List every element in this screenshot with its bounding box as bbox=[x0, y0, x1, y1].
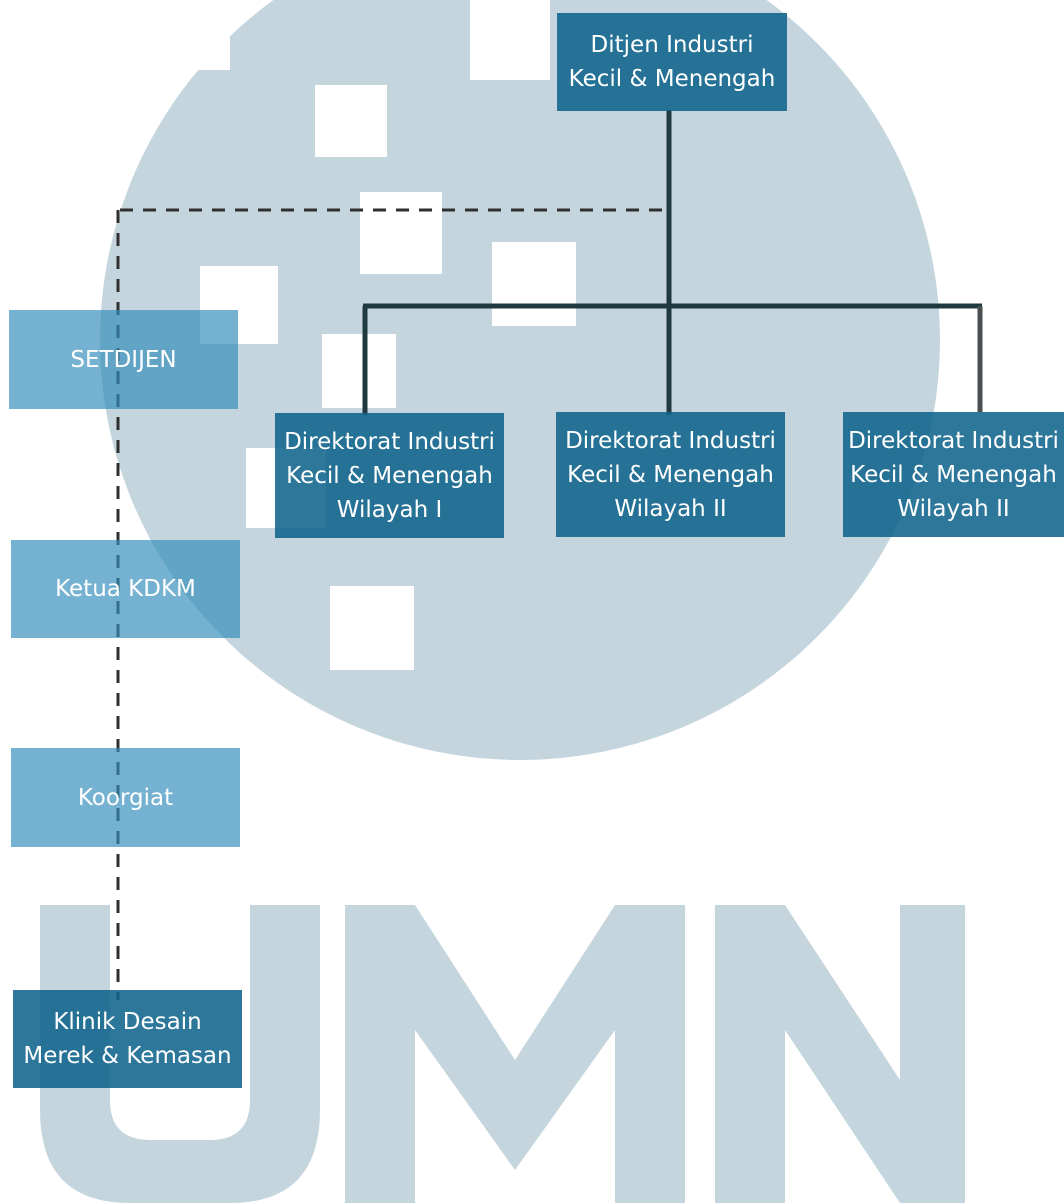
node-dir2-line2: Kecil & Menengah bbox=[567, 461, 774, 488]
node-dir1-line2: Kecil & Menengah bbox=[286, 462, 493, 489]
node-dir2-line3: Wilayah II bbox=[614, 495, 727, 522]
node-direktorat-wilayah-1: Direktorat Industri Kecil & Menengah Wil… bbox=[275, 413, 504, 538]
node-klinik-line1: Klinik Desain bbox=[53, 1009, 202, 1035]
node-koorgiat: Koorgiat bbox=[11, 748, 240, 847]
node-klinik-desain: Klinik Desain Merek & Kemasan bbox=[13, 990, 242, 1088]
node-dir2-line1: Direktorat Industri bbox=[565, 427, 776, 454]
node-koorgiat-label: Koorgiat bbox=[77, 784, 174, 811]
node-ketua-kdkm: Ketua KDKM bbox=[11, 540, 240, 638]
letter-u bbox=[40, 905, 320, 1203]
node-direktorat-wilayah-2-b: Direktorat Industri Kecil & Menengah Wil… bbox=[843, 412, 1064, 537]
node-setdijen-label: SETDIJEN bbox=[70, 346, 177, 373]
node-dir3-line2: Kecil & Menengah bbox=[850, 461, 1057, 488]
node-ditjen: Ditjen Industri Kecil & Menengah bbox=[557, 13, 787, 111]
letter-n bbox=[715, 905, 965, 1203]
node-direktorat-wilayah-2: Direktorat Industri Kecil & Menengah Wil… bbox=[556, 412, 785, 537]
node-dir3-line3: Wilayah II bbox=[897, 495, 1010, 522]
node-dir1-line1: Direktorat Industri bbox=[284, 428, 495, 455]
node-klinik-line2: Merek & Kemasan bbox=[23, 1043, 232, 1069]
node-setdijen: SETDIJEN bbox=[9, 310, 238, 409]
node-ditjen-line2: Kecil & Menengah bbox=[568, 66, 776, 92]
letter-m bbox=[345, 905, 685, 1203]
node-ketua-label: Ketua KDKM bbox=[55, 576, 196, 602]
node-ditjen-line1: Ditjen Industri bbox=[590, 32, 754, 58]
node-dir3-line1: Direktorat Industri bbox=[848, 427, 1059, 454]
node-dir1-line3: Wilayah I bbox=[336, 496, 443, 523]
